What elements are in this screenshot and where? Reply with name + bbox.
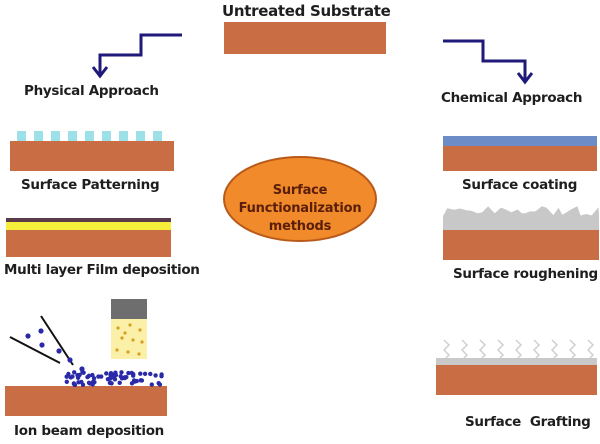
pattern-bump bbox=[85, 131, 94, 141]
pattern-bump bbox=[102, 131, 111, 141]
source-particle bbox=[140, 340, 144, 344]
deposited-ion bbox=[86, 380, 92, 385]
center-line-3: methods bbox=[268, 219, 332, 234]
deposited-ion bbox=[111, 375, 117, 380]
source-particle bbox=[123, 331, 127, 335]
deposited-ion bbox=[149, 382, 154, 387]
pattern-bump bbox=[119, 131, 128, 141]
deposited-ion bbox=[64, 379, 70, 384]
ion-particle bbox=[56, 348, 62, 354]
multilayer-film-label: Multi layer Film deposition bbox=[4, 262, 200, 278]
graft-chain bbox=[550, 339, 559, 359]
deposited-ion bbox=[80, 369, 85, 375]
ion-particle bbox=[25, 333, 31, 339]
center-oval-text: Surface Functionalization methods bbox=[218, 182, 382, 236]
deposited-ion bbox=[90, 382, 95, 387]
deposited-ion bbox=[108, 371, 114, 376]
deposited-ion bbox=[72, 370, 77, 375]
graft-chain bbox=[514, 339, 523, 359]
deposited-ion bbox=[117, 380, 122, 385]
deposited-ion bbox=[153, 373, 158, 378]
deposited-ion bbox=[159, 374, 164, 379]
surface-roughening-label: Surface roughening bbox=[453, 266, 598, 282]
deposited-ion bbox=[122, 375, 127, 381]
deposited-ion bbox=[138, 371, 143, 376]
deposited-ion bbox=[77, 372, 82, 378]
source-particle bbox=[120, 336, 124, 340]
graft-chain bbox=[586, 339, 595, 359]
deposited-ion bbox=[138, 378, 143, 383]
surface-coating-label: Surface coating bbox=[462, 177, 578, 193]
source-particle bbox=[128, 323, 132, 327]
pattern-bump bbox=[153, 131, 162, 141]
untreated-substrate-block bbox=[224, 22, 386, 54]
source-particle bbox=[126, 350, 130, 354]
graft-chain bbox=[442, 339, 451, 359]
deposited-ion bbox=[70, 374, 75, 379]
arrow-to-chemical-icon bbox=[443, 39, 534, 85]
deposited-ion bbox=[104, 371, 109, 376]
graft-chain bbox=[568, 339, 577, 359]
deposited-ion bbox=[131, 373, 136, 378]
surface-coating-graphic bbox=[443, 136, 597, 171]
arrow-to-physical-icon bbox=[91, 33, 182, 79]
multilayer-film-graphic bbox=[6, 218, 171, 257]
source-particle bbox=[131, 338, 135, 342]
pattern-bump bbox=[68, 131, 77, 141]
ion-particle bbox=[38, 328, 44, 334]
ion-particle bbox=[39, 342, 45, 348]
surface-patterning-graphic bbox=[10, 131, 174, 171]
deposited-ion bbox=[86, 373, 92, 378]
center-line-2: Functionalization bbox=[238, 201, 362, 216]
graft-chain bbox=[460, 339, 469, 359]
deposited-ion bbox=[113, 370, 118, 375]
physical-approach-label: Physical Approach bbox=[24, 83, 159, 99]
surface-grafting-graphic bbox=[436, 339, 597, 395]
deposited-ion bbox=[134, 378, 139, 384]
graft-chain bbox=[496, 339, 505, 359]
deposited-ion bbox=[148, 371, 153, 377]
pattern-bump bbox=[51, 131, 60, 141]
surface-patterning-label: Surface Patterning bbox=[21, 177, 160, 193]
deposited-ion bbox=[76, 380, 81, 385]
ion-beam-deposition-label: Ion beam deposition bbox=[14, 423, 164, 439]
deposited-ion bbox=[119, 370, 124, 375]
center-oval bbox=[223, 156, 377, 242]
source-particle bbox=[115, 348, 119, 352]
deposited-ion bbox=[118, 374, 123, 379]
ion-beam-deposition-graphic bbox=[5, 299, 167, 416]
deposited-ion bbox=[126, 370, 131, 376]
deposited-ion bbox=[96, 374, 101, 379]
deposited-ion bbox=[129, 381, 135, 386]
deposited-ion bbox=[156, 381, 161, 386]
deposited-ion bbox=[91, 376, 97, 381]
surface-roughening-graphic bbox=[443, 206, 599, 260]
deposited-ion bbox=[72, 382, 78, 388]
source-particle bbox=[138, 328, 142, 332]
pattern-bump bbox=[136, 131, 145, 141]
graft-chain bbox=[532, 339, 541, 359]
source-particle bbox=[116, 326, 120, 330]
ion-particle bbox=[67, 357, 73, 363]
deposited-ion bbox=[66, 371, 71, 377]
untreated-substrate-title: Untreated Substrate bbox=[222, 2, 391, 20]
deposited-ion bbox=[109, 381, 114, 386]
graft-chain bbox=[478, 339, 487, 359]
source-particle bbox=[137, 352, 141, 356]
center-line-1: Surface bbox=[272, 183, 328, 198]
pattern-bump bbox=[34, 131, 43, 141]
chemical-approach-label: Chemical Approach bbox=[441, 90, 583, 106]
ion-source-cap bbox=[111, 299, 147, 319]
pattern-bump bbox=[17, 131, 26, 141]
deposited-ion bbox=[142, 371, 148, 376]
surface-grafting-label: Surface Grafting bbox=[465, 414, 591, 430]
